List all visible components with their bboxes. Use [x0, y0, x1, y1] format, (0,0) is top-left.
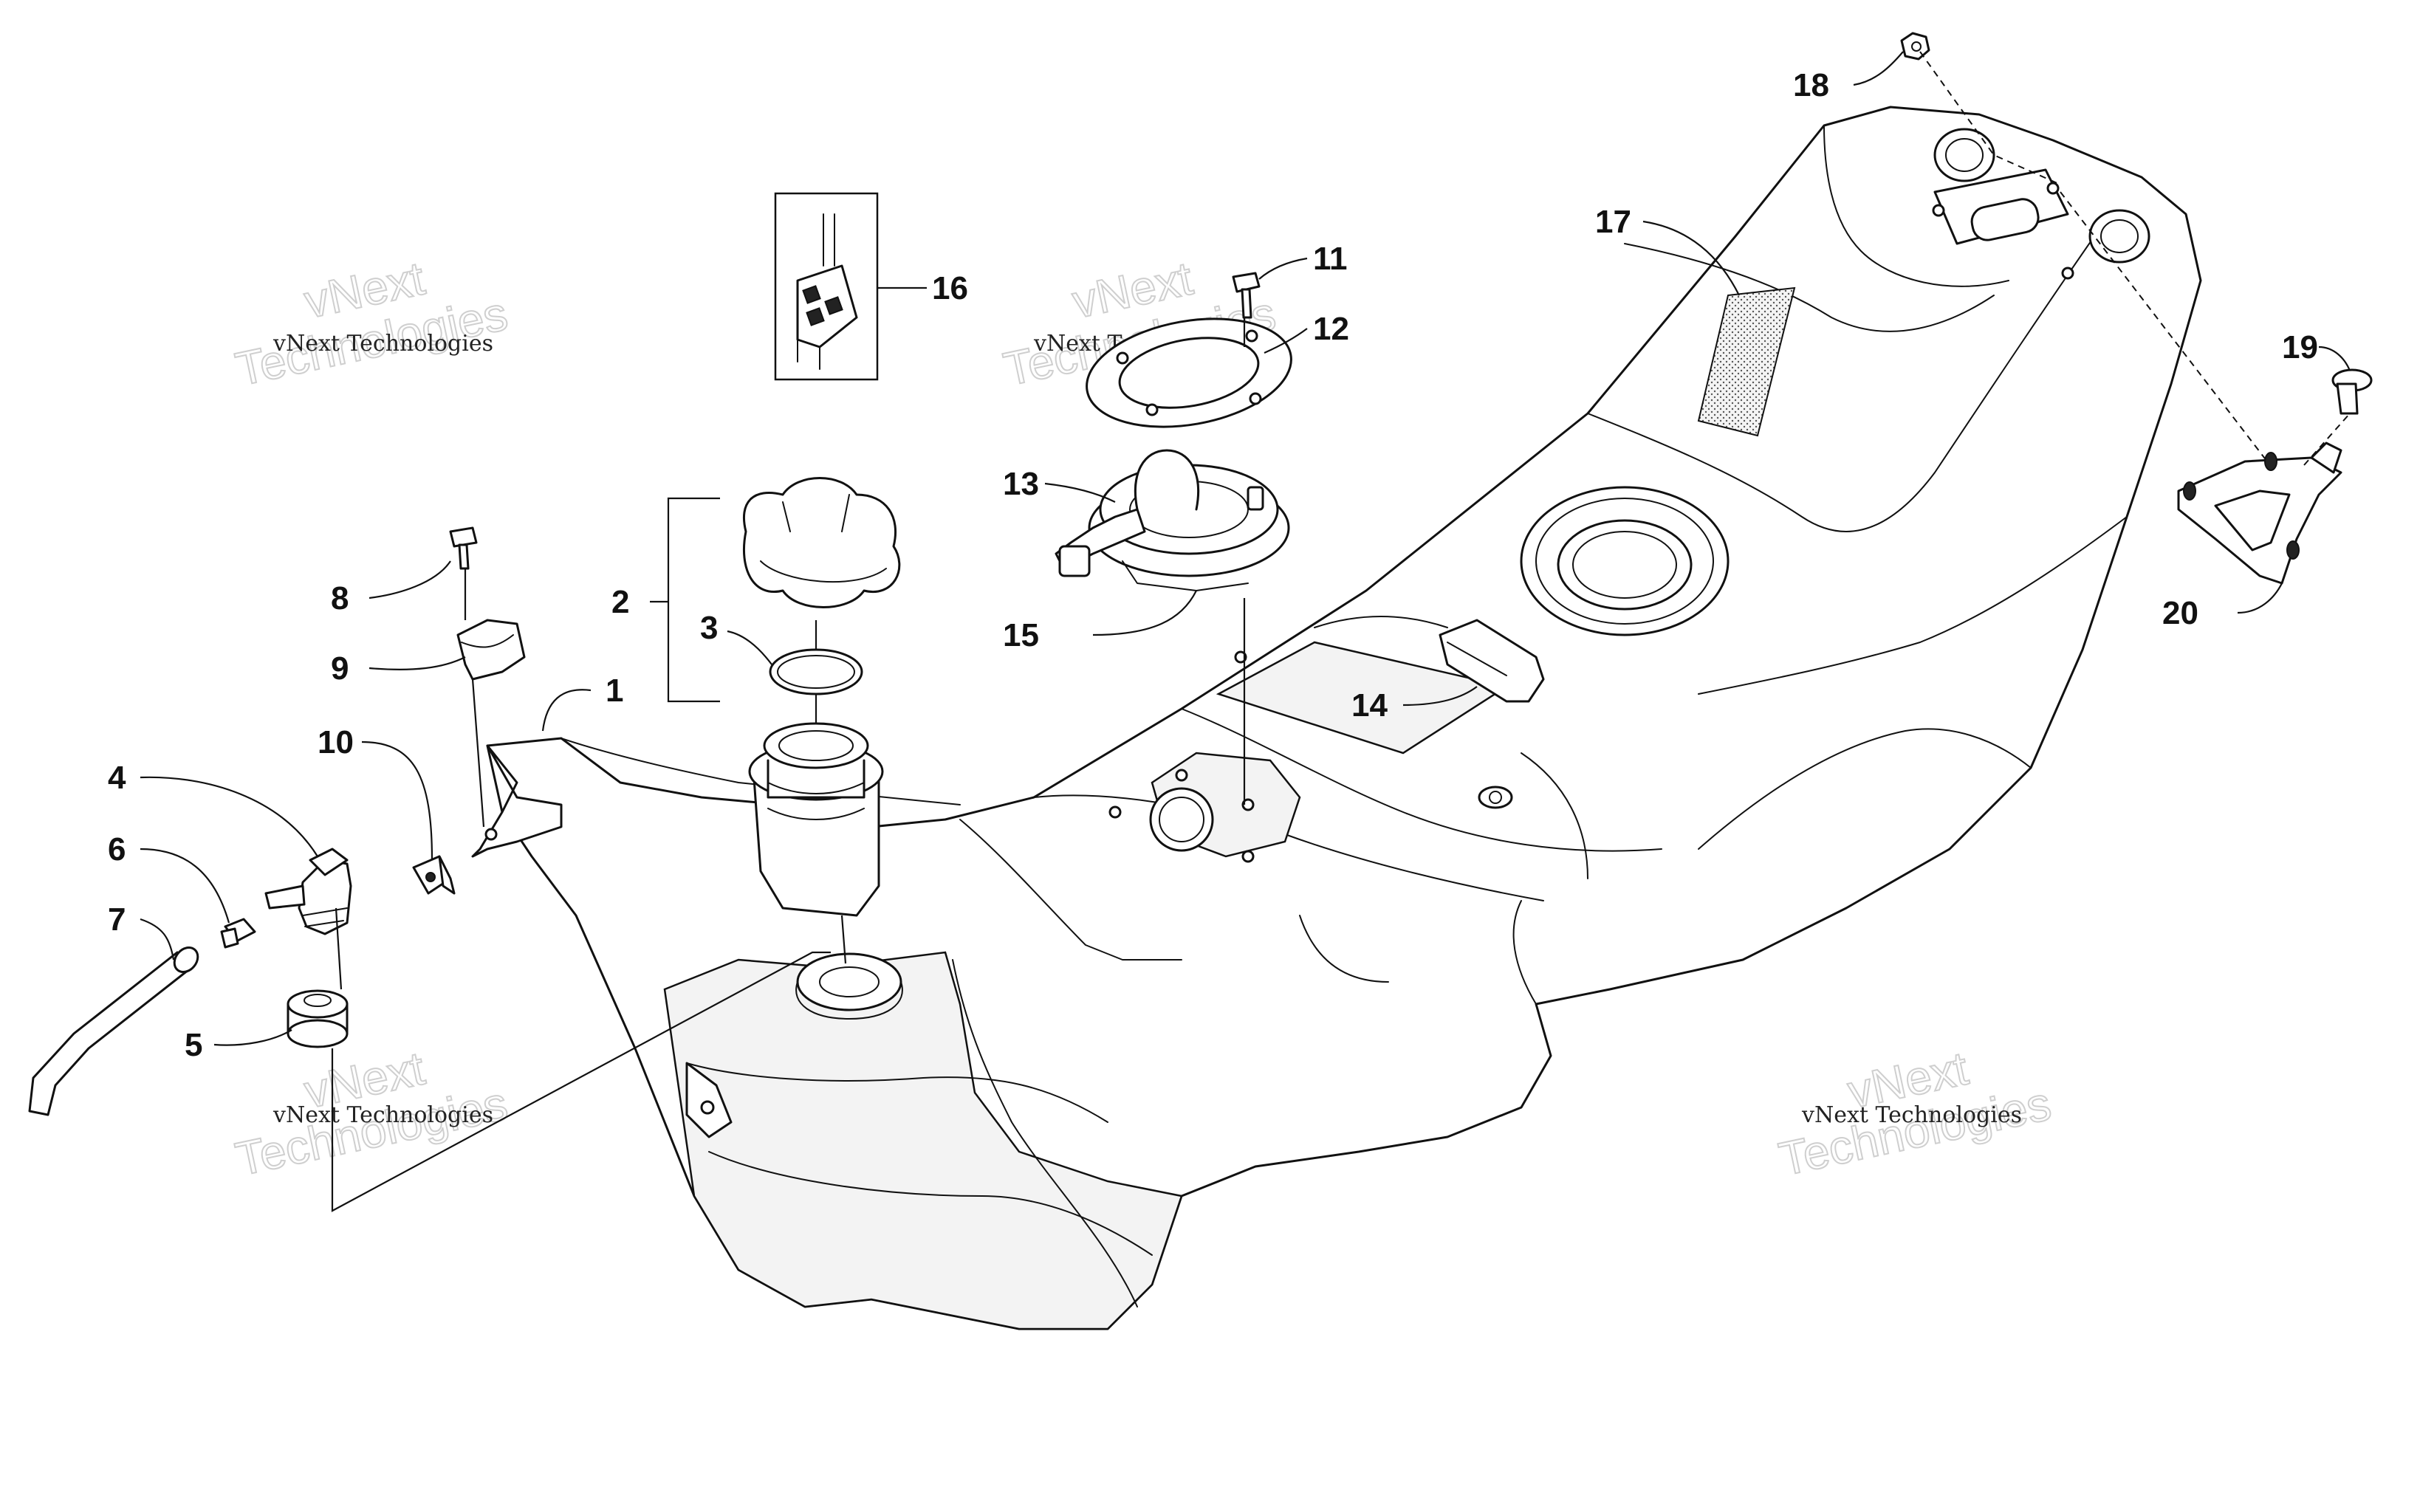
callout-18: 18 — [1793, 67, 1829, 103]
callout-9: 9 — [331, 650, 349, 687]
callout-19: 19 — [2282, 329, 2318, 365]
watermark-text: vNext Technologies — [272, 1102, 493, 1128]
callout-17: 17 — [1595, 204, 1631, 240]
mounting-bracket — [2177, 441, 2342, 585]
callout-15: 15 — [1003, 617, 1039, 653]
fuel-pump — [1055, 449, 1290, 591]
o-ring — [769, 648, 863, 695]
nut-18 — [1900, 32, 1930, 61]
callout-4: 4 — [108, 760, 126, 796]
callout-8: 8 — [331, 580, 349, 616]
gasket-plate — [1086, 317, 1292, 428]
callout-20: 20 — [2162, 595, 2198, 631]
callout-13: 13 — [1003, 466, 1039, 502]
filler-cap — [742, 477, 901, 608]
fuel-line-connector — [1314, 616, 1545, 703]
callout-10: 10 — [318, 724, 354, 760]
callout-3: 3 — [700, 610, 718, 646]
wiring-harness-inset — [774, 192, 879, 381]
callout-16: 16 — [932, 270, 968, 306]
callout-11: 11 — [1313, 241, 1348, 277]
grommet — [287, 989, 349, 1048]
bolt-11 — [1232, 272, 1261, 319]
callout-12: 12 — [1313, 311, 1349, 347]
callout-7: 7 — [108, 901, 126, 938]
bolt-19 — [2331, 368, 2373, 415]
watermark-text: vNext Technologies — [1801, 1102, 2022, 1128]
callout-2: 2 — [611, 584, 629, 620]
fuel-label-sticker — [1697, 286, 1796, 437]
leader-lines — [140, 51, 2351, 1212]
fuel-tank — [471, 106, 2202, 1330]
bolt-8 — [449, 526, 478, 570]
callout-5: 5 — [185, 1027, 202, 1063]
watermark-text: vNext Technologies — [272, 331, 493, 357]
clip-nut-10 — [412, 855, 456, 895]
clip-9 — [456, 619, 526, 681]
callout-1: 1 — [606, 673, 623, 709]
vent-hose — [28, 946, 199, 1116]
callout-6: 6 — [108, 831, 126, 867]
vent-valve — [264, 848, 352, 935]
callout-labels: 1 2 3 4 5 6 7 8 9 10 11 12 13 14 15 16 1… — [108, 67, 2318, 1063]
hose-clamp — [220, 918, 256, 949]
watermark: vNext Technologies — [230, 250, 513, 396]
filler-neck — [748, 722, 884, 917]
callout-14: 14 — [1351, 687, 1388, 724]
